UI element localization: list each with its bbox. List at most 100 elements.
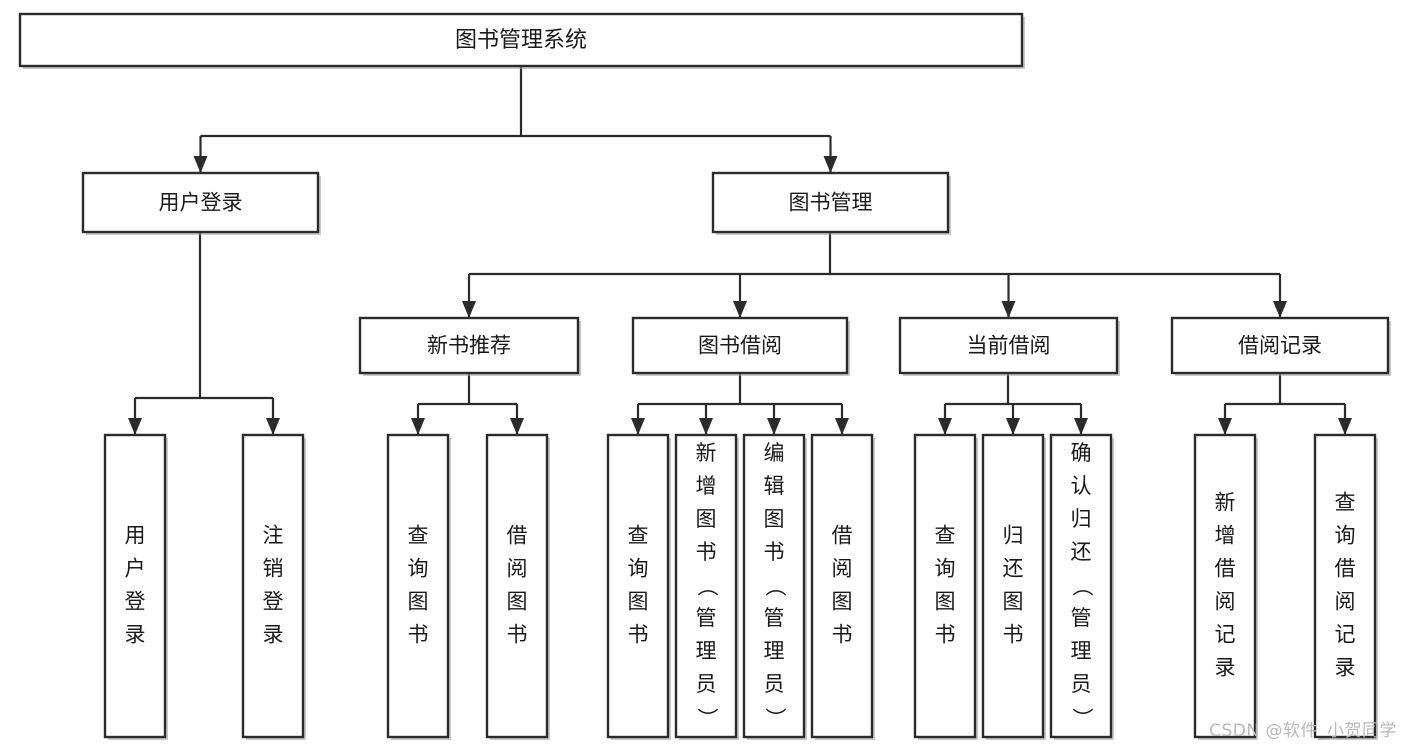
svg-text:借: 借 — [832, 524, 853, 548]
svg-text:用: 用 — [125, 524, 146, 548]
svg-text:增: 增 — [696, 474, 717, 498]
svg-text:借: 借 — [507, 524, 528, 548]
node-label: 图书管理系统 — [455, 28, 587, 53]
svg-text:录: 录 — [263, 623, 284, 647]
svg-text:录: 录 — [1215, 656, 1236, 680]
arrow-head-icon — [1338, 418, 1352, 435]
svg-text:管: 管 — [696, 606, 717, 630]
svg-text:）: ） — [695, 708, 719, 729]
node-root[interactable]: 图书管理系统 — [18, 12, 1025, 69]
svg-text:员: 员 — [764, 672, 785, 696]
svg-text:（: （ — [1070, 576, 1094, 597]
arrow-head-icon — [411, 418, 425, 435]
arrow-head-icon — [1218, 418, 1232, 435]
svg-text:书: 书 — [832, 623, 853, 647]
arrow-head-icon — [462, 301, 476, 318]
svg-text:图: 图 — [507, 590, 528, 614]
svg-text:查: 查 — [935, 524, 956, 548]
svg-text:记: 记 — [1335, 623, 1356, 647]
node-layer: 图书管理系统用户登录图书管理新书推荐图书借阅当前借阅借阅记录用户登录注销登录查询… — [18, 12, 1391, 740]
svg-text:辑: 辑 — [764, 474, 785, 498]
svg-text:图: 图 — [1003, 590, 1024, 614]
svg-text:查: 查 — [408, 524, 429, 548]
svg-text:图: 图 — [696, 507, 717, 531]
svg-text:阅: 阅 — [1335, 590, 1356, 614]
node-book-manage[interactable]: 图书管理 — [711, 171, 951, 235]
svg-text:销: 销 — [263, 557, 284, 581]
svg-text:理: 理 — [696, 639, 717, 663]
node-label: 图书借阅 — [698, 334, 782, 358]
svg-text:理: 理 — [764, 639, 785, 663]
connector-book-borrow — [631, 373, 849, 435]
arrow-head-icon — [510, 418, 524, 435]
arrow-head-icon — [128, 418, 142, 435]
svg-text:阅: 阅 — [832, 557, 853, 581]
connector-new-book-recommend — [411, 373, 524, 435]
svg-text:书: 书 — [696, 540, 717, 564]
connector-user-login — [128, 232, 280, 435]
arrow-head-icon — [193, 156, 208, 173]
svg-text:户: 户 — [125, 557, 146, 581]
svg-text:查: 查 — [628, 524, 649, 548]
node-user-login[interactable]: 用户登录 — [81, 171, 321, 235]
svg-text:阅: 阅 — [1215, 590, 1236, 614]
node-book-borrow[interactable]: 图书借阅 — [631, 316, 850, 376]
node-current-borrow[interactable]: 当前借阅 — [898, 316, 1120, 376]
node-label: 新书推荐 — [427, 334, 511, 358]
svg-text:确: 确 — [1071, 441, 1092, 465]
arrow-head-icon — [1006, 418, 1020, 435]
node-label: 用户登录 — [159, 191, 243, 215]
node-borrow-record[interactable]: 借阅记录 — [1170, 316, 1391, 376]
svg-text:编: 编 — [764, 441, 785, 465]
arrow-head-icon — [767, 418, 781, 435]
arrow-head-icon — [823, 156, 838, 173]
svg-text:（: （ — [763, 576, 787, 597]
node-label: 当前借阅 — [967, 334, 1051, 358]
arrow-head-icon — [835, 418, 849, 435]
svg-text:录: 录 — [125, 623, 146, 647]
svg-text:图: 图 — [628, 590, 649, 614]
svg-text:归: 归 — [1003, 524, 1024, 548]
svg-text:图: 图 — [935, 590, 956, 614]
svg-text:注: 注 — [263, 524, 284, 548]
svg-text:理: 理 — [1071, 639, 1092, 663]
node-label: 图书管理 — [789, 191, 873, 215]
svg-text:书: 书 — [507, 623, 528, 647]
arrow-head-icon — [1001, 301, 1016, 318]
svg-text:还: 还 — [1071, 540, 1092, 564]
svg-text:员: 员 — [696, 672, 717, 696]
svg-text:书: 书 — [764, 540, 785, 564]
node-new-book-recommend[interactable]: 新书推荐 — [358, 316, 581, 376]
connector-current-borrow — [938, 373, 1088, 435]
node-label: 用户登录 — [125, 524, 146, 647]
svg-text:登: 登 — [263, 590, 284, 614]
node-leaf-user-login[interactable]: 用户登录 — [103, 433, 168, 740]
connector-borrow-record — [1218, 373, 1352, 435]
svg-text:（: （ — [695, 576, 719, 597]
svg-text:询: 询 — [408, 557, 429, 581]
arrow-head-icon — [699, 418, 713, 435]
svg-text:认: 认 — [1071, 474, 1092, 498]
svg-text:管: 管 — [1071, 606, 1092, 630]
svg-text:）: ） — [763, 708, 787, 729]
